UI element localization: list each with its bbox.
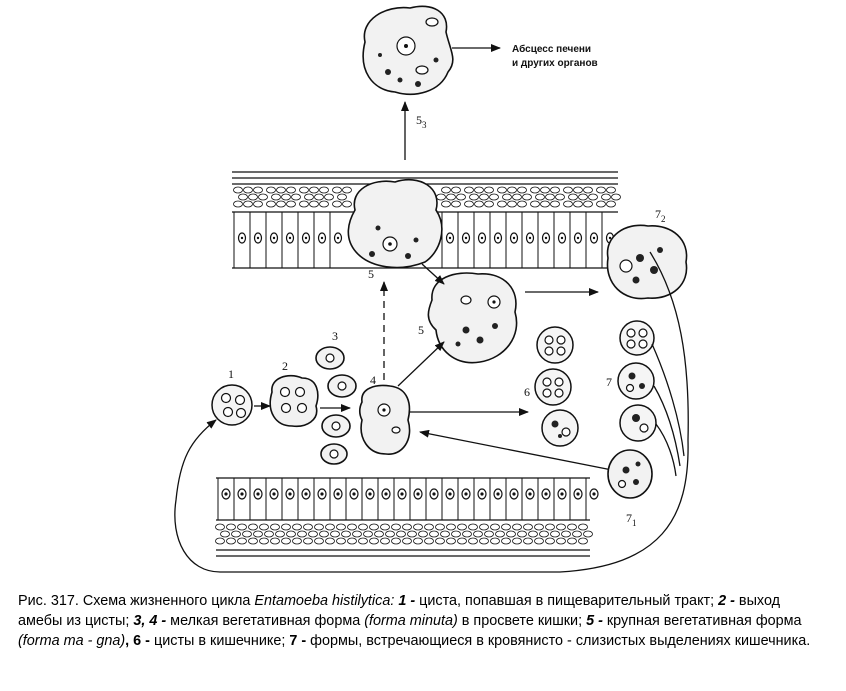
amoeba-5-large <box>427 272 518 364</box>
caption-species: Entamoeba histilytica: <box>254 593 395 609</box>
label-4: 4 <box>370 373 376 387</box>
forma-minuta-4 <box>358 384 411 455</box>
arrow-7-1-to-4 <box>419 429 613 471</box>
label-5-a: 5 <box>368 267 374 281</box>
caption-fig-label: Рис. 317. Схема жизненного цикла <box>18 593 255 609</box>
amoeba-invading-wall <box>347 178 443 269</box>
amoeba-7-1 <box>607 449 653 499</box>
forms-7 <box>617 320 657 442</box>
excystation-2 <box>269 374 319 428</box>
amoeba-abscess <box>362 5 454 95</box>
amoeba-7-2 <box>606 224 688 300</box>
arrow-4-to-5 <box>397 341 445 387</box>
label-7-1: 71 <box>626 511 637 528</box>
upper-intestinal-wall <box>232 171 621 269</box>
cysts-6 <box>534 326 579 447</box>
label-1: 1 <box>228 367 234 381</box>
label-5-b: 5 <box>418 323 424 337</box>
figure-caption: Рис. 317. Схема жизненного цикла Entamoe… <box>18 593 811 649</box>
label-2: 2 <box>282 359 288 373</box>
label-3: 3 <box>332 329 338 343</box>
life-cycle-diagram: Абсцесс печени и других органов 53 72 <box>174 5 689 573</box>
cyst-1 <box>211 384 253 426</box>
arrow-wall-to-5 <box>421 263 445 285</box>
label-6: 6 <box>524 385 530 399</box>
small-forms-3 <box>315 346 357 465</box>
label-5-3: 53 <box>416 113 427 130</box>
lower-intestinal-wall <box>215 477 599 557</box>
label-7-2: 72 <box>655 207 666 224</box>
abscess-label-line2: и других органов <box>512 58 598 69</box>
label-7: 7 <box>606 375 612 389</box>
connector-curves <box>174 251 689 573</box>
abscess-label-line1: Абсцесс печени <box>512 43 591 55</box>
